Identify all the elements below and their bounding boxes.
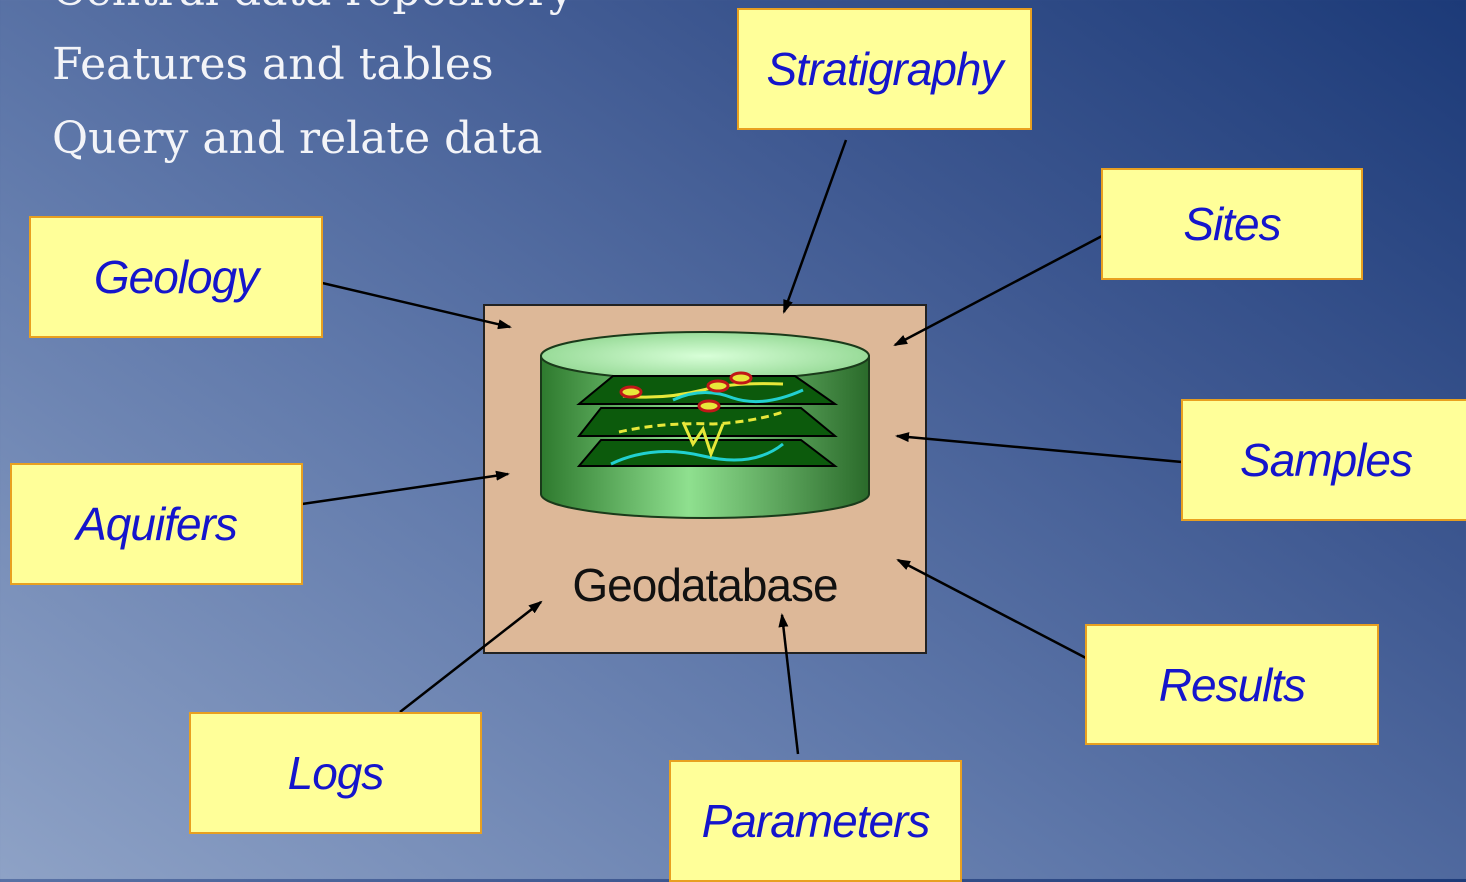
stratigraphy-label: Stratigraphy — [766, 43, 1003, 95]
results-label: Results — [1158, 658, 1306, 711]
aquifers-box: Aquifers — [10, 463, 303, 585]
stratigraphy-box: Stratigraphy — [737, 8, 1032, 130]
geodatabase-label: Geodatabase — [572, 559, 838, 611]
parameters-box: Parameters — [669, 760, 962, 882]
samples-box: Samples — [1181, 399, 1466, 521]
arrow-aquifers — [301, 470, 510, 506]
arrow-stratigraphy — [782, 139, 848, 314]
arrow-parameters — [778, 613, 800, 755]
parameters-label: Parameters — [701, 795, 931, 847]
arrow-logs — [399, 600, 543, 713]
geodatabase-box: Geodatabase — [483, 304, 927, 654]
bullet-item: Features and tables — [52, 39, 494, 90]
sites-box: Sites — [1101, 168, 1363, 280]
samples-label: Samples — [1240, 434, 1413, 486]
geology-box: Geology — [29, 216, 323, 338]
bullet-item: Query and relate data — [52, 113, 543, 164]
sites-label: Sites — [1183, 198, 1281, 250]
arrow-geology — [317, 280, 512, 330]
bullet-item: Central data repository — [52, 0, 574, 28]
database-cylinder-icon — [540, 331, 870, 519]
bullet-list: Central data repository Features and tab… — [52, 0, 574, 176]
aquifers-label: Aquifers — [76, 498, 238, 550]
arrow-samples — [895, 432, 1183, 464]
geology-label: Geology — [93, 251, 259, 303]
arrow-sites — [893, 234, 1103, 347]
logs-box: Logs — [189, 712, 482, 834]
logs-label: Logs — [287, 747, 385, 799]
results-box: Results — [1085, 624, 1379, 745]
arrow-results — [896, 558, 1087, 660]
